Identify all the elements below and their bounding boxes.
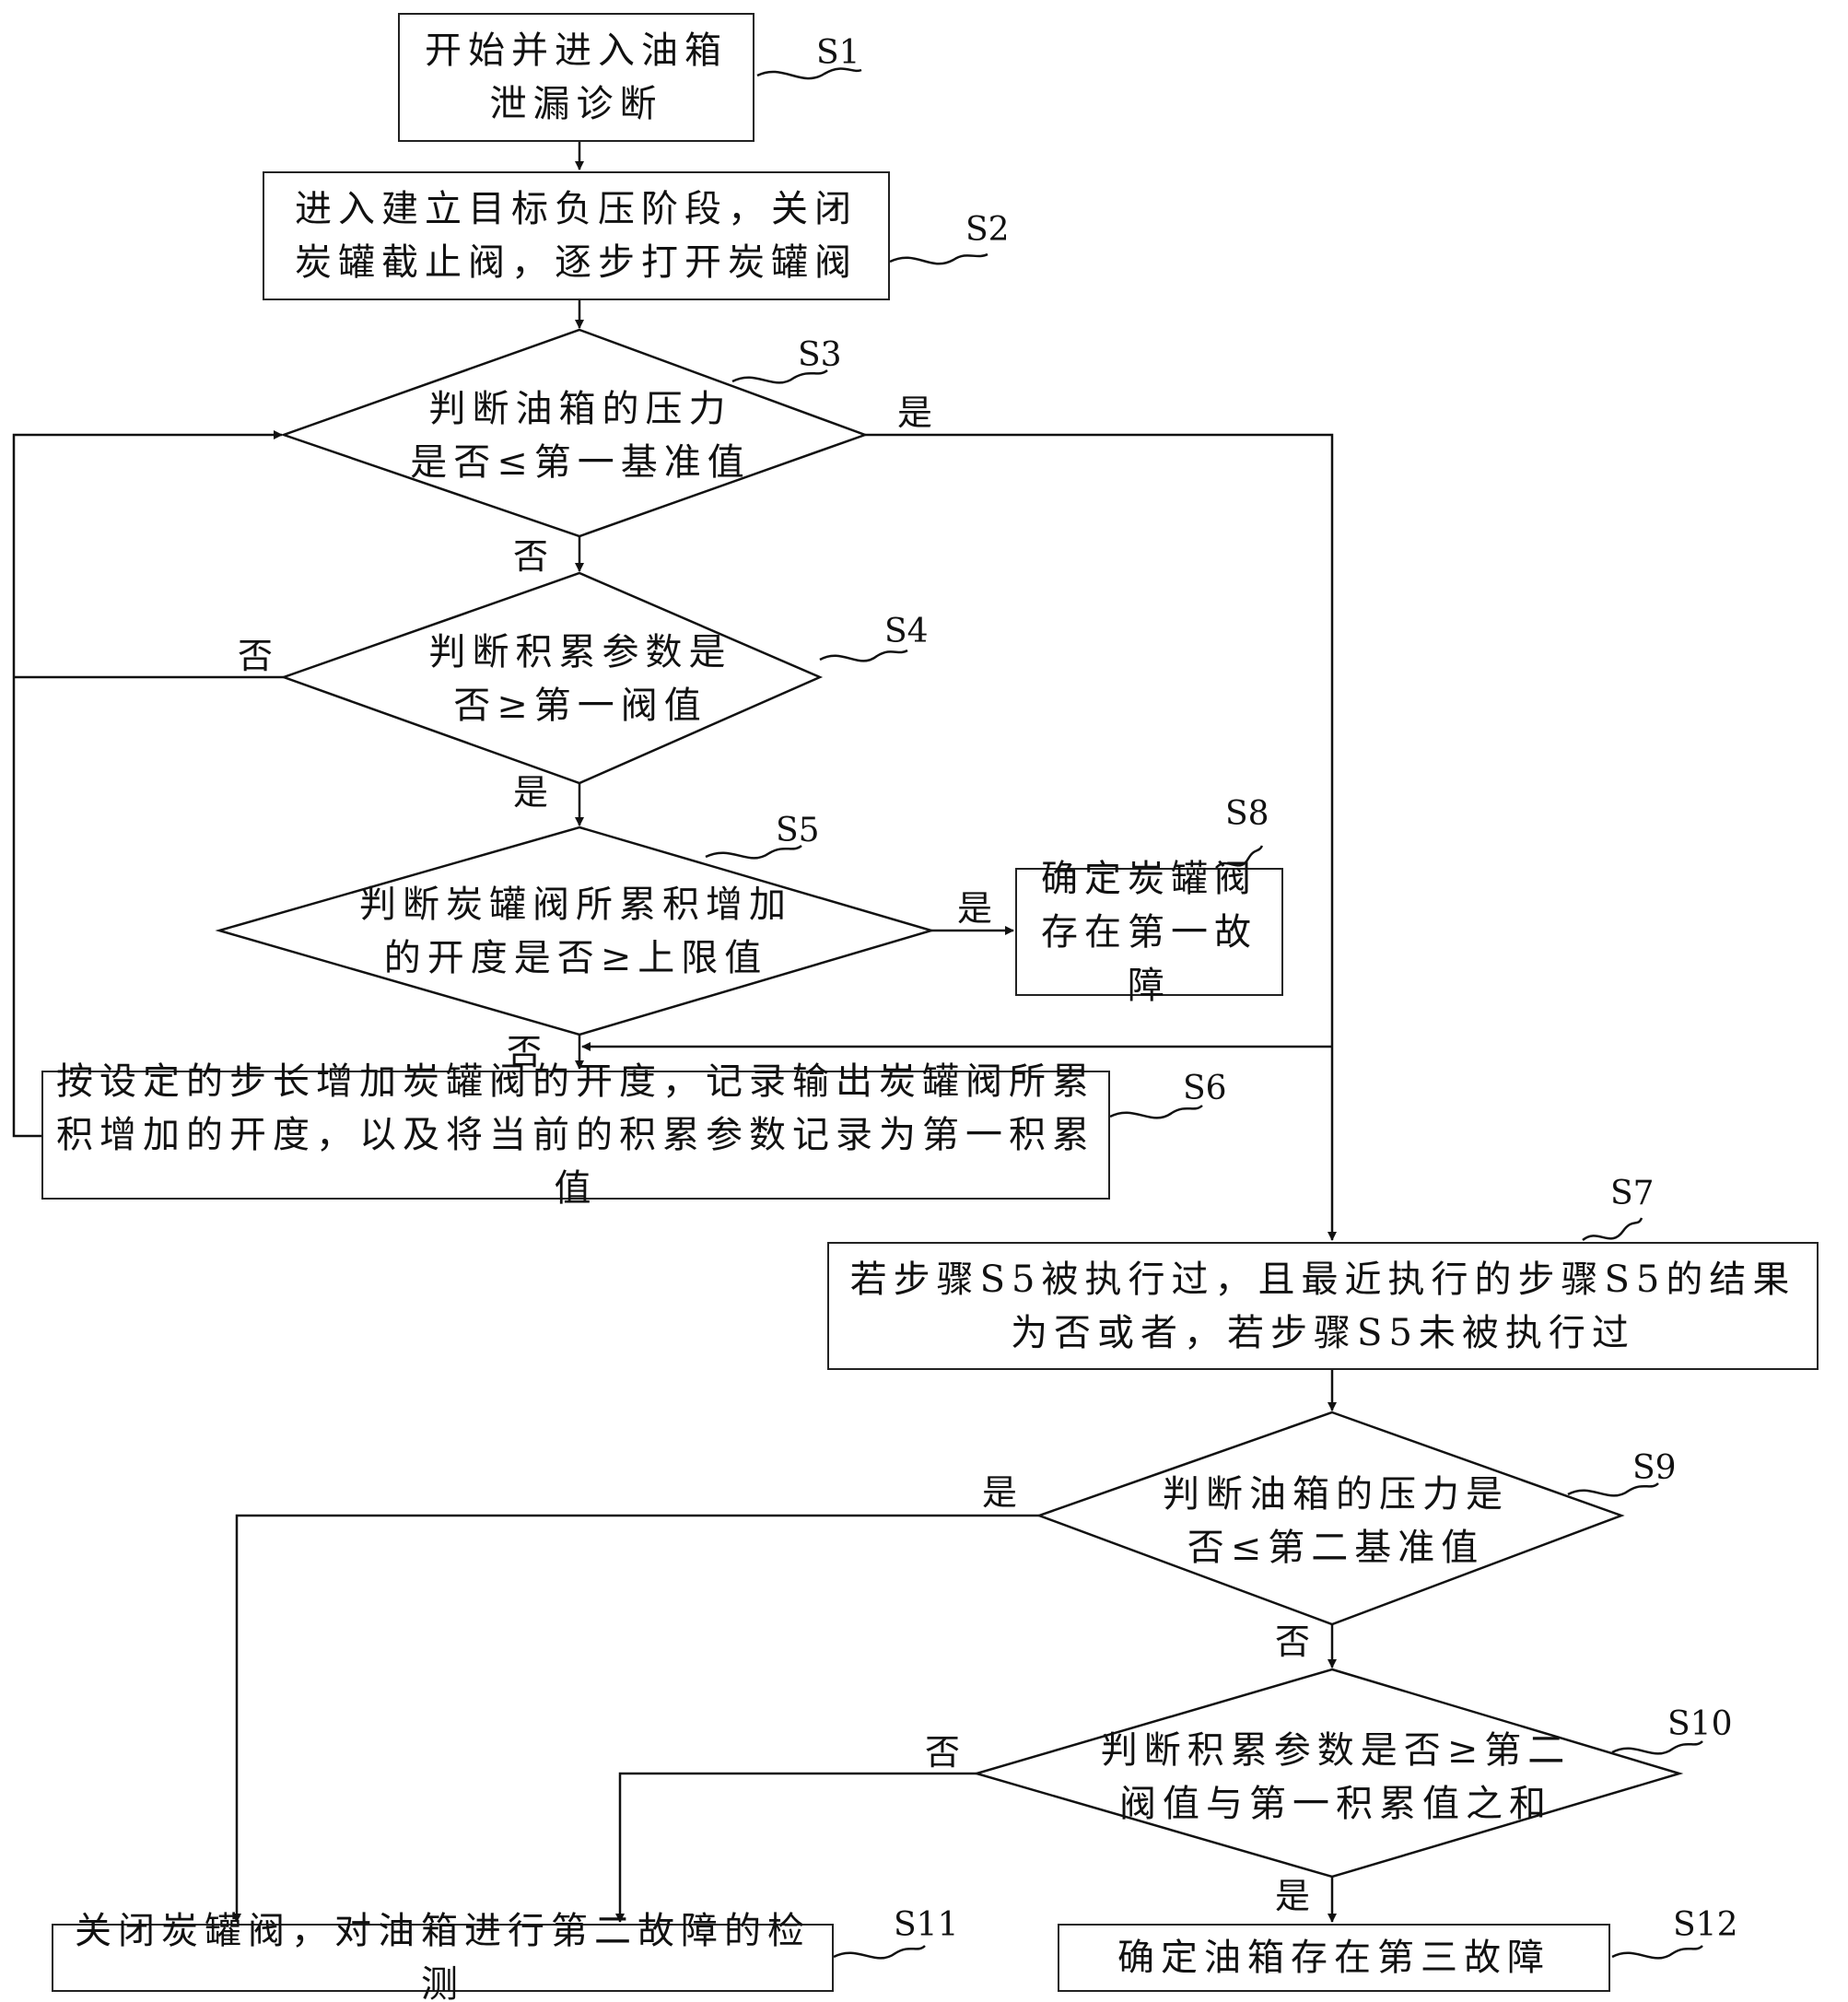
s9-yes-label: 是	[982, 1472, 1018, 1513]
s8-label: S8	[1225, 795, 1269, 833]
s2-process-box: 进入建立目标负压阶段，关闭炭罐截止阀，逐步打开炭罐阀	[263, 171, 890, 300]
s9-decision-text: 判断油箱的压力是否≤第二基准值	[1161, 1463, 1511, 1578]
s9-leader	[1567, 1482, 1659, 1497]
s6-text: 按设定的步长增加炭罐阀的开度，记录输出炭罐阀所累积增加的开度，以及将当前的积累参…	[56, 1060, 1095, 1210]
s3-decision-text: 判断油箱的压力是否≤第一基准值	[410, 378, 751, 493]
s11-label: S11	[894, 1906, 959, 1944]
s5-decision-text: 判断炭罐阀所累积增加的开度是否≥上限值	[355, 873, 797, 989]
s12-leader	[1611, 1945, 1703, 1960]
s5-no-label: 否	[507, 1032, 543, 1072]
s10-no-label: 否	[925, 1732, 961, 1773]
s10-label: S10	[1667, 1705, 1733, 1743]
s9-text: 判断油箱的压力是否≤第二基准值	[1163, 1472, 1509, 1569]
s1-label: S1	[816, 34, 860, 72]
s8-process-box: 确定炭罐阀存在第一故障	[1015, 858, 1283, 1007]
s10-text: 判断积累参数是否≥第二阀值与第一积累值之和	[1100, 1728, 1572, 1825]
s5-yes-label: 是	[957, 888, 993, 929]
s9-no-label: 否	[1275, 1622, 1311, 1662]
s4-label: S4	[884, 613, 929, 650]
s9-label: S9	[1632, 1449, 1677, 1487]
s7-text: 若步骤S5被执行过，且最近执行的步骤S5的结果为否或者，若步骤S5未被执行过	[849, 1258, 1796, 1354]
s3-no-label: 否	[513, 536, 549, 577]
s7-process-box: 若步骤S5被执行过，且最近执行的步骤S5的结果为否或者，若步骤S5未被执行过	[827, 1242, 1819, 1370]
s5-text: 判断炭罐阀所累积增加的开度是否≥上限值	[359, 883, 792, 979]
s4-decision-text: 判断积累参数是否≥第一阀值	[428, 621, 732, 736]
s6-leader	[1109, 1104, 1203, 1119]
s3-yes-label: 是	[897, 392, 933, 433]
s8-text: 确定炭罐阀存在第一故障	[1041, 857, 1257, 1007]
s1-text: 开始并进入油箱泄漏诊断	[425, 29, 728, 125]
s12-label: S12	[1673, 1906, 1738, 1944]
s11-text: 关闭炭罐阀，对油箱进行第二故障的检测	[75, 1910, 811, 2002]
s4-yes-label: 是	[513, 772, 549, 813]
s4-no-label: 否	[238, 636, 274, 676]
s11-process-box: 关闭炭罐阀，对油箱进行第二故障的检测	[52, 1910, 834, 2002]
s3-leader	[731, 369, 828, 384]
s1-process-box: 开始并进入油箱泄漏诊断	[398, 13, 754, 142]
s4-leader	[819, 649, 908, 662]
s3-text: 判断油箱的压力是否≤第一基准值	[410, 387, 751, 484]
s2-text: 进入建立目标负压阶段，关闭炭罐截止阀，逐步打开炭罐阀	[295, 188, 858, 284]
s10-decision-text: 判断积累参数是否≥第二阀值与第一积累值之和	[1096, 1719, 1575, 1834]
s11-leader	[833, 1945, 926, 1960]
s1-leader	[756, 67, 862, 80]
s5-leader	[705, 844, 802, 860]
s4-text: 判断积累参数是否≥第一阀值	[428, 630, 732, 727]
s7-label: S7	[1610, 1175, 1655, 1212]
s5-label: S5	[776, 812, 820, 849]
s6-label: S6	[1183, 1070, 1227, 1107]
s6-process-box: 按设定的步长增加炭罐阀的开度，记录输出炭罐阀所累积增加的开度，以及将当前的积累参…	[41, 1060, 1110, 1210]
s12-text: 确定油箱存在第三故障	[1117, 1937, 1550, 1979]
s2-leader	[889, 252, 988, 265]
s7-leader	[1582, 1217, 1643, 1242]
s2-label: S2	[965, 211, 1010, 249]
s10-leader	[1611, 1740, 1703, 1755]
s8-leader	[1215, 845, 1264, 869]
s12-process-box: 确定油箱存在第三故障	[1058, 1924, 1610, 1992]
s3-label: S3	[798, 336, 842, 374]
s10-yes-label: 是	[1275, 1876, 1311, 1916]
